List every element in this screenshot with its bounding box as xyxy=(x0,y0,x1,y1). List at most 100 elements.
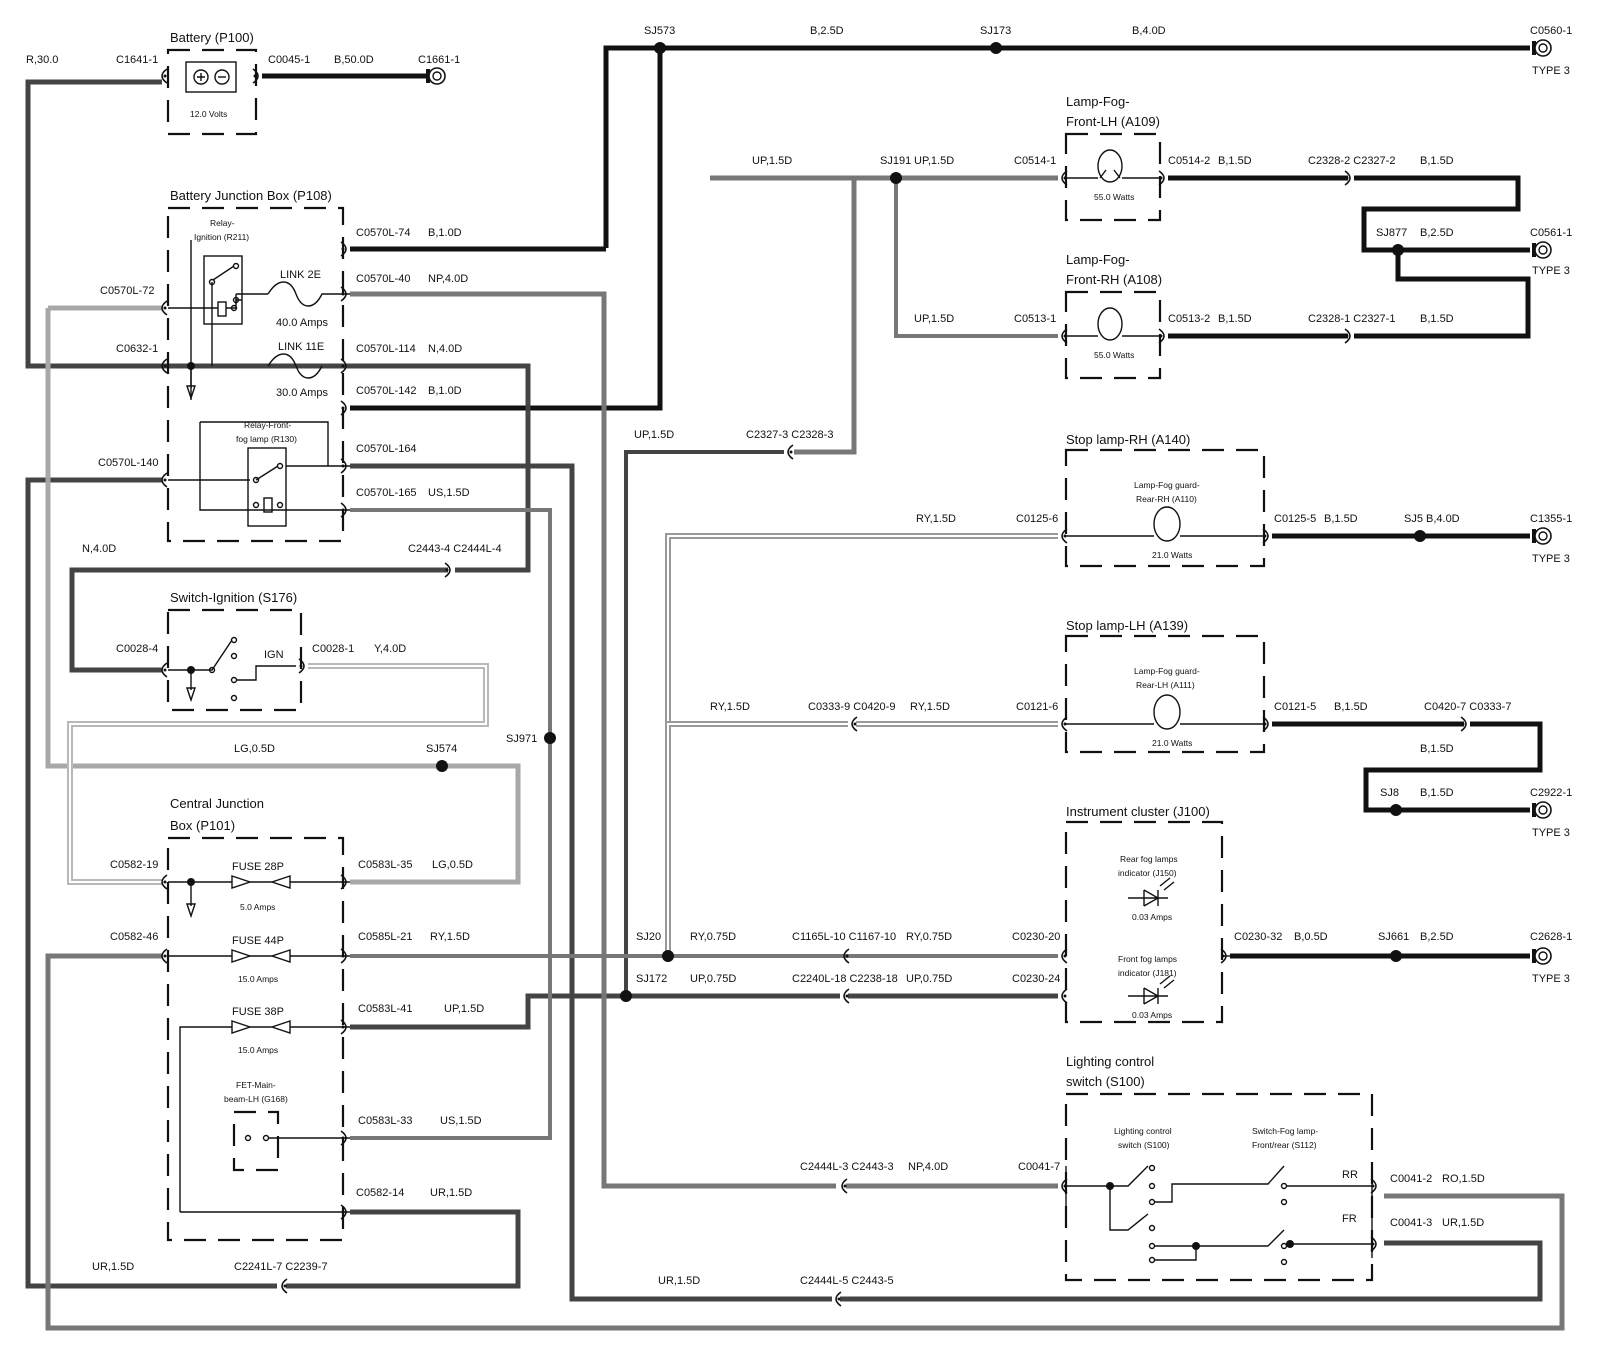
lcs-sw-label-1: Lighting control xyxy=(1114,1126,1172,1136)
label-b15c: B,1.5D xyxy=(1218,313,1252,325)
label-lg05a: LG,0.5D xyxy=(234,743,275,755)
label-c0561: C0561-1 xyxy=(1530,227,1572,239)
connector-pin-31 xyxy=(1063,722,1067,726)
connector-cup-3 xyxy=(161,358,168,374)
rear-fog-rh-symbol xyxy=(1066,506,1264,542)
cluster-box xyxy=(1064,820,1224,1024)
label-sj173: SJ173 xyxy=(980,25,1011,37)
connector-pin-4 xyxy=(163,478,167,482)
rear-lh-label-1: Lamp-Fog guard- xyxy=(1134,666,1200,676)
label-b25top: B,2.5D xyxy=(810,25,844,37)
connector-pin-30 xyxy=(853,722,857,726)
label-c0121-6: C0121-6 xyxy=(1016,701,1058,713)
label-sj5: SJ5 xyxy=(1404,513,1423,525)
connector-cup-27 xyxy=(787,444,794,460)
label-b40b: B,4.0D xyxy=(1426,513,1460,525)
label-c0582-14: C0582-14 xyxy=(356,1187,404,1199)
fuse38-label: FUSE 38P xyxy=(232,1006,284,1018)
label-b40top: B,4.0D xyxy=(1132,25,1166,37)
label-c0583-41: C0583L-41 xyxy=(358,1003,412,1015)
rr-label: RR xyxy=(1342,1169,1358,1181)
fog-lh-watts: 55.0 Watts xyxy=(1094,192,1134,202)
label-ry15b: RY,1.5D xyxy=(710,701,750,713)
label-c0560: C0560-1 xyxy=(1530,25,1572,37)
wire-b-10-142 xyxy=(350,48,663,411)
fog-lamp-lh-symbol xyxy=(1066,149,1160,183)
bjb-box xyxy=(166,206,345,543)
label-r300: R,30.0 xyxy=(26,54,58,66)
type3-c2628: TYPE 3 xyxy=(1532,973,1570,985)
ground-terminal-icon xyxy=(1532,241,1552,259)
connector-pin-14 xyxy=(163,880,167,884)
link2e-label: LINK 2E xyxy=(280,269,321,281)
label-c0570-140: C0570L-140 xyxy=(98,457,159,469)
led-front-fog-symbol xyxy=(1128,975,1175,1005)
label-np40b: NP,4.0D xyxy=(908,1161,948,1173)
fuse44-amps: 15.0 Amps xyxy=(238,974,278,984)
connector-cup-13 xyxy=(444,562,451,578)
label-c0570-164: C0570L-164 xyxy=(356,443,417,455)
fuse38-amps: 15.0 Amps xyxy=(238,1045,278,1055)
label-c0570-74: C0570L-74 xyxy=(356,227,410,239)
title-cjb-1: Central Junction xyxy=(170,796,264,811)
label-ro15: RO,1.5D xyxy=(1442,1173,1485,1185)
label-c2443-4: C2443-4 C2444L-4 xyxy=(408,543,502,555)
junction-sj173 xyxy=(990,42,1002,54)
wire-ry-15-stop-rh-in xyxy=(667,535,1058,956)
rear-ind-amps: 0.03 Amps xyxy=(1132,912,1172,922)
connector-pin-15 xyxy=(163,954,167,958)
label-c2922: C2922-1 xyxy=(1530,787,1572,799)
label-c0041-2: C0041-2 xyxy=(1390,1173,1432,1185)
label-us15a: US,1.5D xyxy=(428,487,470,499)
label-ry15a: RY,1.5D xyxy=(916,513,956,525)
link11e-amps: 30.0 Amps xyxy=(276,387,328,399)
label-c2444-3: C2444L-3 C2443-3 xyxy=(800,1161,894,1173)
label-c1165: C1165L-10 C1167-10 xyxy=(792,931,896,943)
label-ur15d: UR,1.5D xyxy=(658,1275,700,1287)
connector-cup-4 xyxy=(161,472,168,488)
connector-cup-15 xyxy=(161,948,168,964)
label-up15a: UP,1.5D xyxy=(752,155,792,167)
rear-rh-label-2: Rear-RH (A110) xyxy=(1136,494,1197,504)
fogsw-label-2: Front/rear (S112) xyxy=(1252,1140,1317,1150)
title-cluster: Instrument cluster (J100) xyxy=(1066,804,1210,819)
label-b25c: B,2.5D xyxy=(1420,931,1454,943)
label-c0028-4: C0028-4 xyxy=(116,643,158,655)
label-c0041-7: C0041-7 xyxy=(1018,1161,1060,1173)
connector-pin-26 xyxy=(1345,334,1349,338)
label-c0513-1: C0513-1 xyxy=(1014,313,1056,325)
connector-cup-0 xyxy=(161,68,168,84)
label-c1661: C1661-1 xyxy=(418,54,460,66)
label-c1355: C1355-1 xyxy=(1530,513,1572,525)
label-c1641: C1641-1 xyxy=(116,54,158,66)
connector-pin-23 xyxy=(1345,176,1349,180)
label-b15g: B,1.5D xyxy=(1420,743,1454,755)
connector-pin-11 xyxy=(163,668,167,672)
label-c0125-5: C0125-5 xyxy=(1274,513,1316,525)
fet-label-2: beam-LH (G168) xyxy=(224,1094,288,1104)
label-ry075b: RY,0.75D xyxy=(906,931,952,943)
connector-pin-3 xyxy=(163,364,167,368)
label-c0230-32: C0230-32 xyxy=(1234,931,1282,943)
ignition-switch-symbol xyxy=(168,636,296,703)
wire-y-40-in xyxy=(69,665,487,883)
wire-ry-15-stop-rh xyxy=(665,533,1058,956)
label-up15e: UP,1.5D xyxy=(444,1003,484,1015)
label-up15b: UP,1.5D xyxy=(914,155,954,167)
front-ind-label-2: indicator (J181) xyxy=(1118,968,1177,978)
junction-sj574 xyxy=(436,760,448,772)
label-ur15a: UR,1.5D xyxy=(430,1187,472,1199)
ground-terminal-icon xyxy=(426,67,446,85)
title-battery: Battery (P100) xyxy=(170,30,254,45)
label-ry15d: RY,1.5D xyxy=(430,931,470,943)
bjb-ground xyxy=(186,366,196,401)
label-c0420-7: C0420-7 C0333-7 xyxy=(1424,701,1511,713)
label-c0514-2: C0514-2 xyxy=(1168,155,1210,167)
fog-rh-box xyxy=(1064,290,1162,380)
title-fog-rh-2: Front-RH (A108) xyxy=(1066,272,1162,287)
fuse28-label: FUSE 28P xyxy=(232,861,284,873)
wire-ur-15-loop xyxy=(25,477,277,1289)
title-stop-rh: Stop lamp-RH (A140) xyxy=(1066,432,1190,447)
wire-y-40 xyxy=(67,663,489,885)
